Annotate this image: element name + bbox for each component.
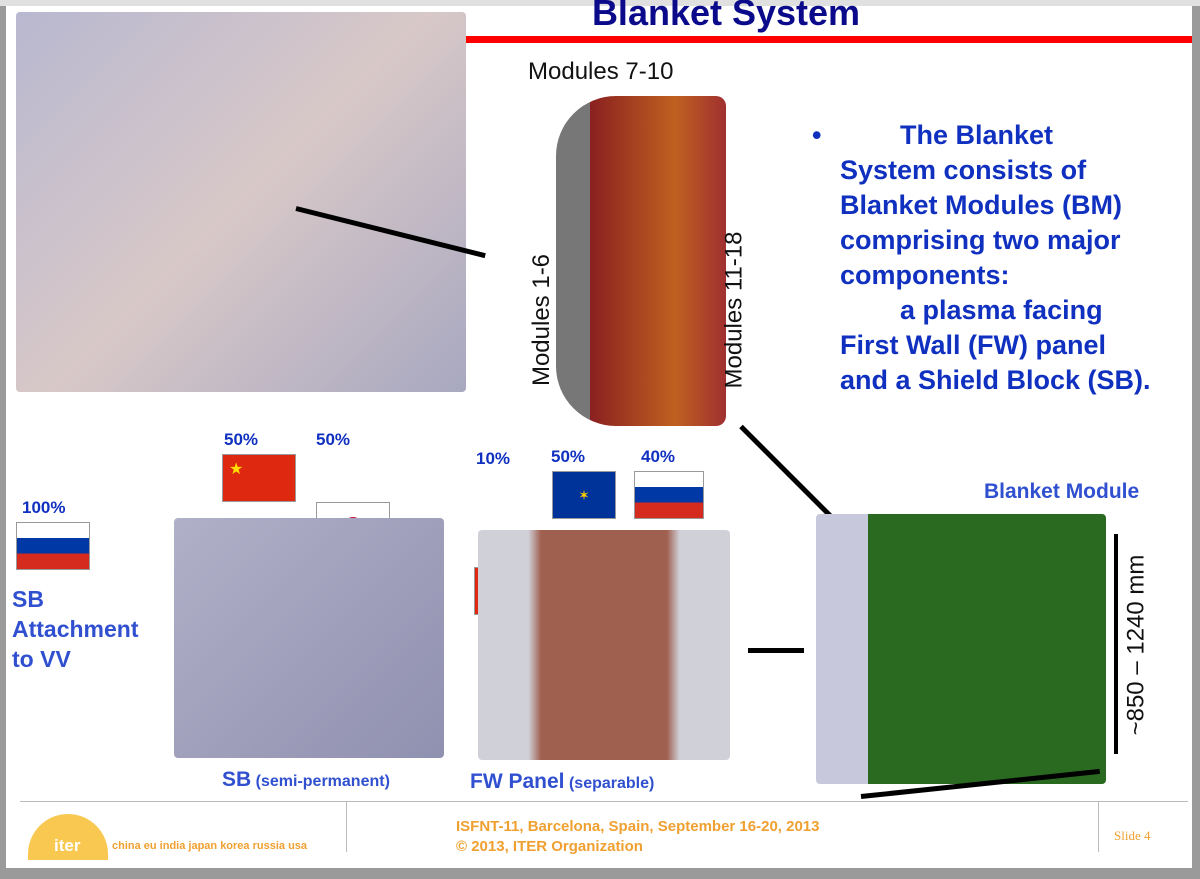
- sb-label: SB: [222, 768, 252, 791]
- blanket-modules-image: [556, 96, 726, 426]
- footer-divider: [346, 802, 347, 852]
- dimension-arrow: [1114, 534, 1118, 754]
- percent-label: 50%: [551, 447, 586, 466]
- slide-title: Blanket System: [591, 0, 861, 33]
- percent-label: 100%: [22, 498, 66, 517]
- eu-flag-icon: ✶: [552, 471, 616, 519]
- conference-text: ISFNT-11, Barcelona, Spain, September 16…: [456, 818, 820, 835]
- copyright-text: © 2013, ITER Organization: [456, 838, 643, 855]
- sb-attachment-label: SB Attachment to VV: [12, 586, 139, 672]
- bullet-line-1: The Blanket System consists of Blanket M…: [840, 120, 1123, 290]
- tokamak-cutaway-image: [16, 12, 466, 392]
- percent-label: 10%: [476, 449, 511, 468]
- slide: Blanket System Modules 7-10 Modules 1-6 …: [6, 0, 1192, 868]
- arrow: [748, 648, 804, 653]
- footer-divider: [20, 801, 1188, 802]
- fw-label: FW Panel: [470, 770, 565, 793]
- modules-1-6-label: Modules 1-6: [528, 253, 556, 387]
- dimension-label: ~850 – 1240 mm: [1122, 554, 1150, 736]
- russia-flag-icon: [16, 522, 90, 570]
- first-wall-panel-image: [478, 530, 730, 760]
- percent-label: 50%: [224, 430, 259, 449]
- bullet-text: • The Blanket System consists of Blanket…: [812, 118, 1156, 398]
- bullet-line-2: a plasma facing First Wall (FW) panel an…: [840, 295, 1151, 395]
- sb-sub: (semi-permanent): [255, 773, 390, 790]
- partners-text: china eu india japan korea russia usa: [112, 840, 308, 852]
- title-underline: [434, 36, 1192, 43]
- percent-label: 40%: [641, 447, 676, 466]
- slide-number: Slide 4: [1114, 828, 1151, 843]
- fw-sub: (separable): [568, 775, 655, 792]
- sb-caption: SB (semi-permanent): [222, 768, 390, 792]
- russia-flag-icon: [634, 471, 704, 519]
- window-toolbar: [0, 0, 1200, 6]
- blanket-module-image: [816, 514, 1106, 784]
- modules-11-18-label: Modules 11-18: [720, 231, 748, 389]
- iter-logo-text: iter: [54, 836, 81, 855]
- footer-divider: [1098, 802, 1099, 852]
- percent-label: 50%: [316, 430, 351, 449]
- fw-caption: FW Panel (separable): [470, 770, 654, 794]
- modules-7-10-label: Modules 7-10: [528, 58, 674, 85]
- blanket-module-label: Blanket Module: [984, 480, 1140, 503]
- shield-block-image: [174, 518, 444, 758]
- china-flag-icon: [222, 454, 296, 502]
